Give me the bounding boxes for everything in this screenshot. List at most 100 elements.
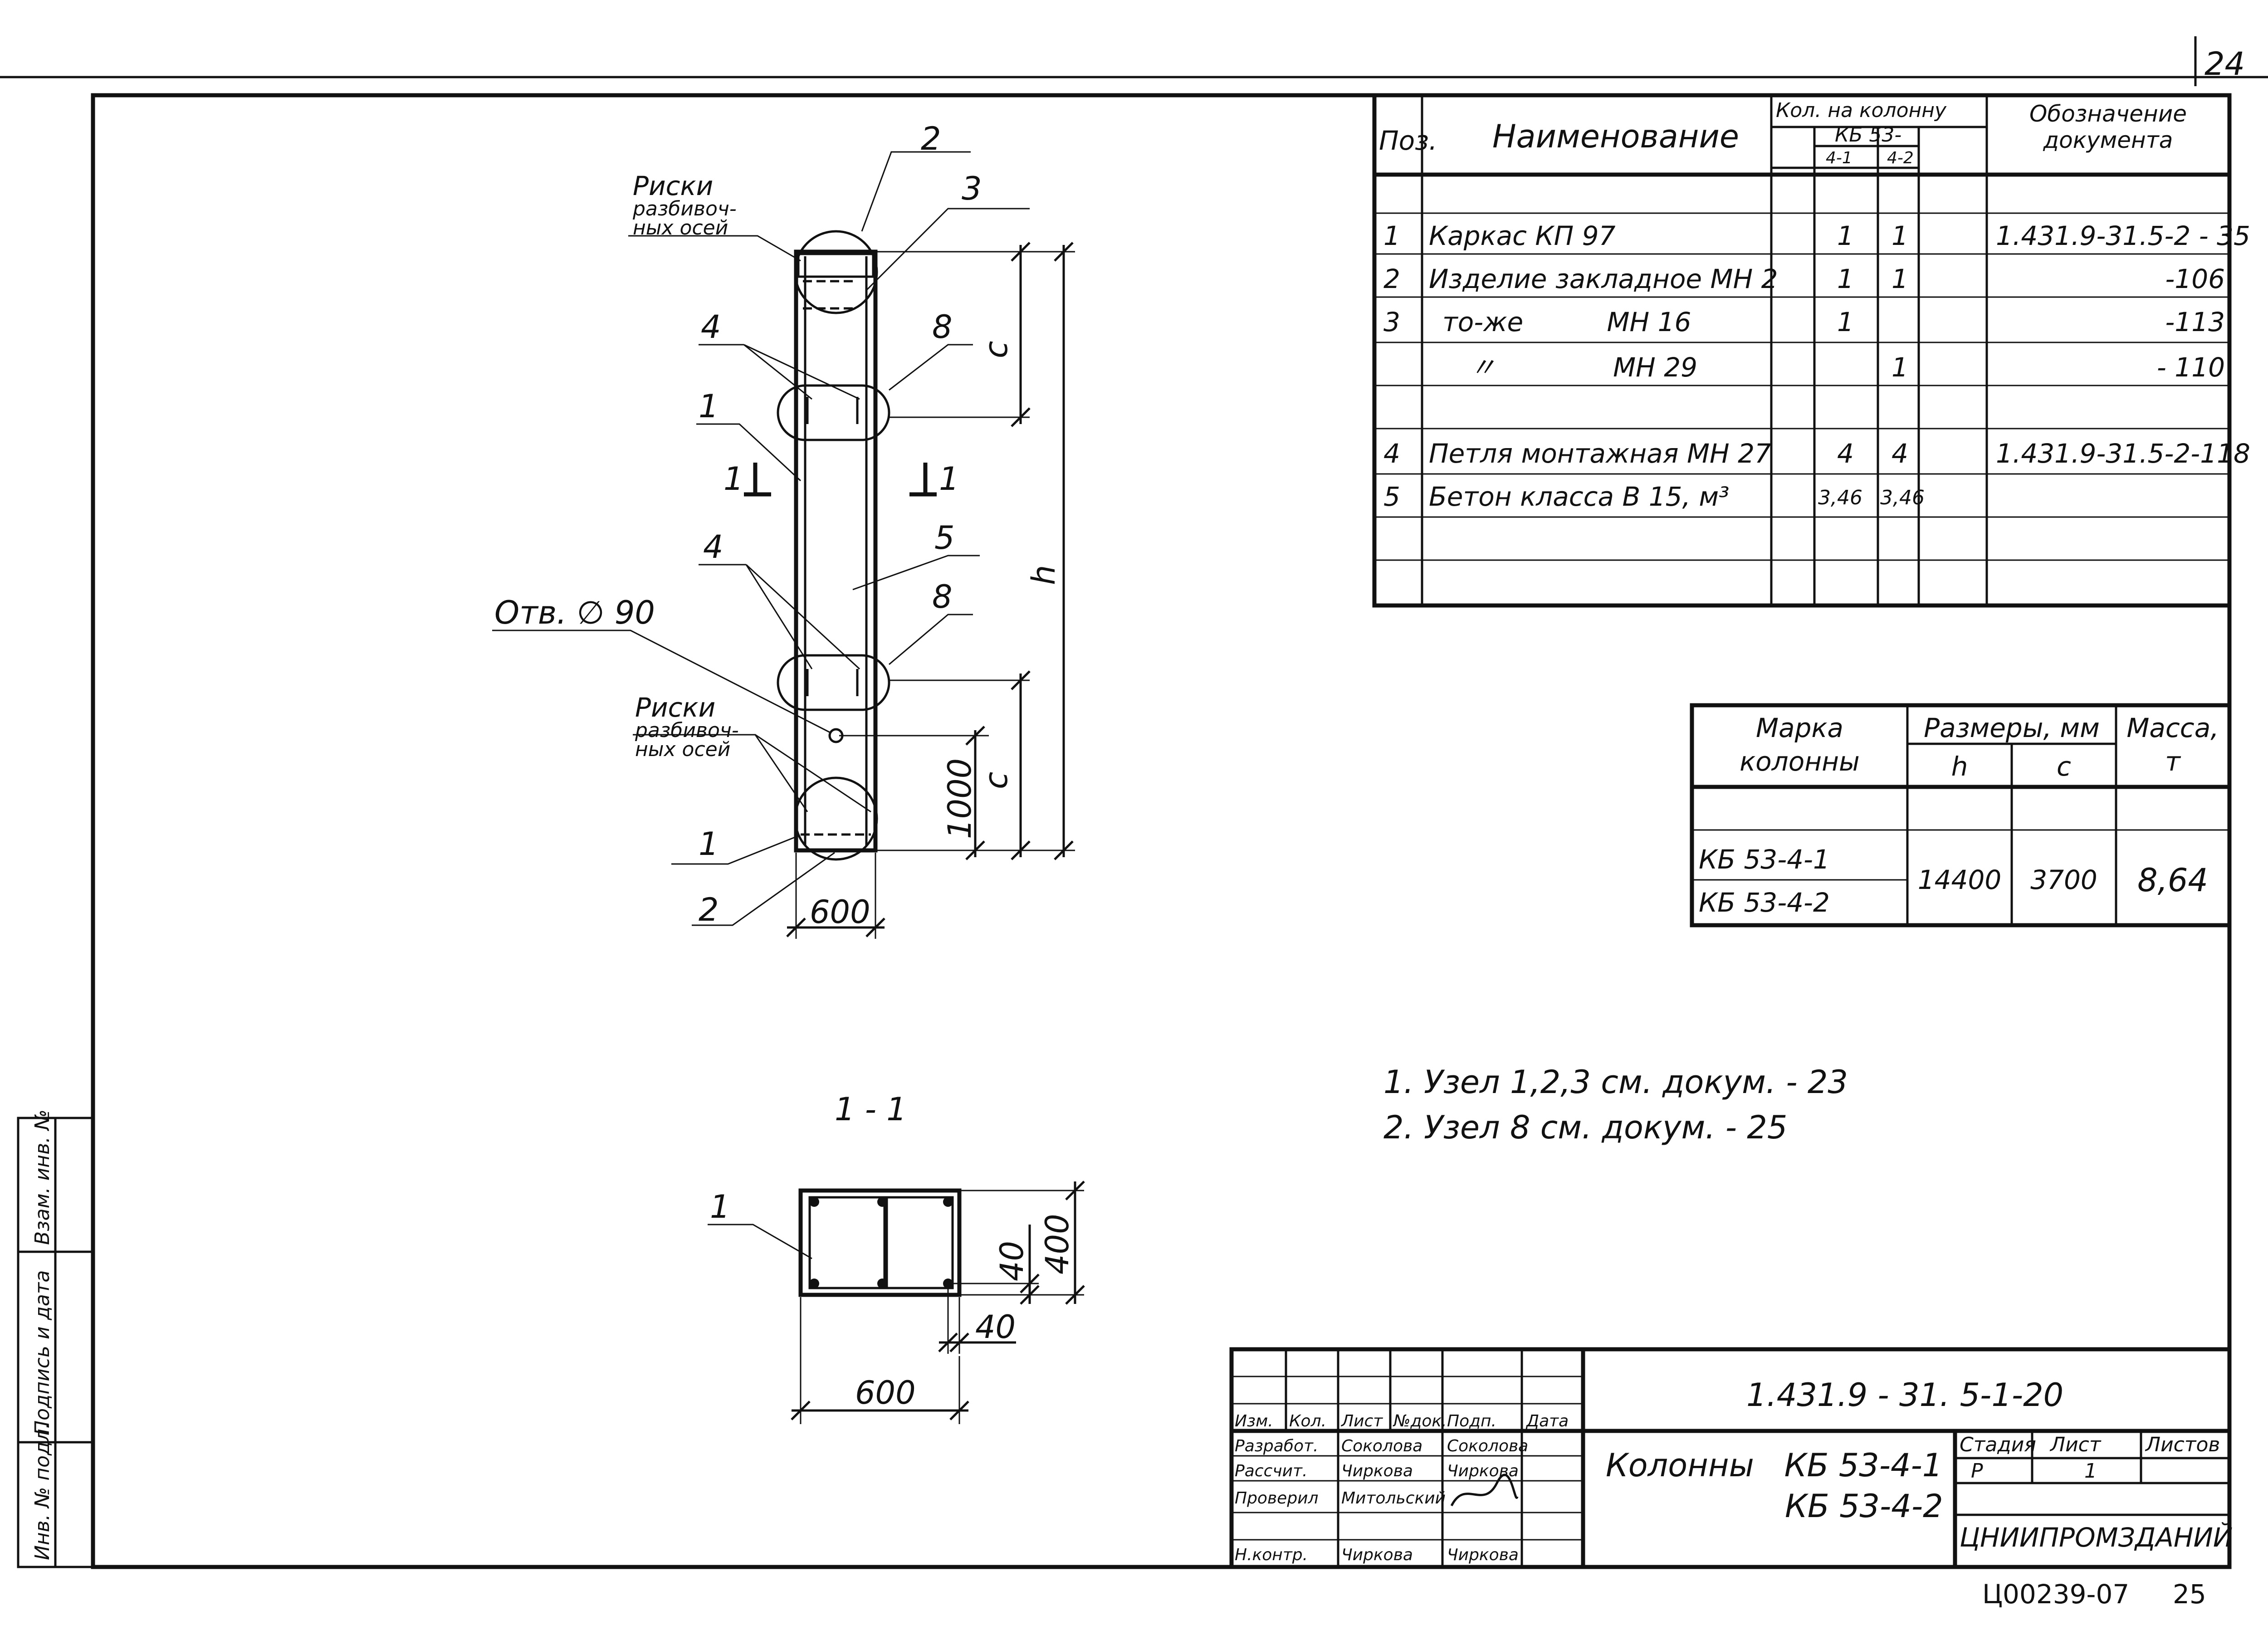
callout-4-top: 4 [701,308,721,346]
spec-r6-q1: 3,46 [1818,486,1862,509]
spec-r2-q1: 1 [1837,264,1854,294]
spec-r3-pos: 3 [1383,307,1400,337]
hole-label: Отв. ∅ 90 [494,594,655,631]
spec-r2-q2: 1 [1892,264,1908,294]
tb-role-3: Проверил [1235,1489,1319,1508]
section-dim-40b: 40 [975,1308,1016,1346]
spec-head-sub2: 4-2 [1887,149,1914,167]
spec-r2-doc: -106 [2165,264,2225,294]
spec-table: Поз. Наименование Кол. на колонну КБ 53-… [1372,93,2250,608]
callout-5: 5 [934,519,955,556]
size-head-h: h [1951,751,1968,782]
tb-sheets-label: Листов [2145,1433,2220,1456]
callout-3: 3 [962,170,982,207]
tb-sign-1: Соколова [1447,1437,1528,1455]
tb-head-sign: Подп. [1447,1412,1496,1430]
tb-head-list: Лист [1340,1412,1383,1430]
tb-sign-4: Чиркова [1447,1546,1519,1564]
callout-4-bot: 4 [703,528,723,566]
cut-label-right: 1 [939,460,959,498]
size-mass-value: 8,64 [2137,862,2208,899]
size-head-sizes: Размеры, мм [1924,713,2100,743]
size-brand-1: КБ 53-4-1 [1699,844,1830,875]
spec-r5-q2: 4 [1892,438,1908,469]
size-table: Марка колонны Размеры, мм h c Масса, т К… [1690,703,2232,927]
size-c-value: 3700 [2030,864,2097,895]
spec-r5-doc: 1.431.9-31.5-2-118 [1996,438,2250,469]
spec-r6-pos: 5 [1383,481,1400,512]
section-dim-400: 400 [1039,1214,1076,1274]
size-head-mass: Масса, т [2126,713,2219,777]
spec-r6-q2: 3,46 [1880,486,1925,509]
spec-r2-pos: 2 [1383,264,1400,294]
callout-2-bot: 2 [699,891,719,928]
tb-name-3: Митольский [1341,1489,1446,1508]
note-2: 2. Узел 8 см. докум. - 25 [1383,1109,1787,1146]
spec-r2-name: Изделие закладное МН 2 [1429,264,1778,294]
stamp-replace-inv: Взам. инв. № [31,1109,54,1245]
signature-checker [1450,1474,1519,1507]
sheet-number-top: 24 [2204,45,2245,83]
stamp-sign-date: Подпись и дата [31,1270,54,1435]
dim-c-bottom: c [978,772,1015,790]
dim-c-top: c [978,341,1015,359]
tb-doc-code: 1.431.9 - 31. 5-1-20 [1746,1376,2063,1414]
spec-r5-name: Петля монтажная МН 27 [1429,438,1771,469]
section-callout-1: 1 [710,1188,730,1225]
size-head-c: c [2057,751,2071,782]
section-dim-600: 600 [855,1374,916,1411]
callout-2-top: 2 [921,120,941,157]
callout-8-top: 8 [932,308,953,346]
archive-code: Ц00239-07 [1982,1579,2129,1610]
spec-head-brand: КБ 53- [1835,123,1901,146]
marks-label-bottom: Риски разбивоч- ных осей [635,692,747,761]
stamp-inv-no: Инв. № подл. [31,1422,54,1560]
dim-h: h [1025,565,1062,585]
tb-name-2: Чиркова [1341,1462,1413,1480]
spec-r1-pos: 1 [1383,220,1400,251]
section-1-1: 1 - 1 1 400 40 40 600 [708,1091,1085,1424]
spec-r3-name: то-же МН 16 [1442,307,1691,337]
callout-1-bot: 1 [699,825,719,863]
tb-name-4: Чиркова [1341,1546,1413,1564]
callout-1-mid: 1 [699,388,719,425]
spec-r4-name: 〃 МН 29 [1470,352,1697,383]
spec-head-sub1: 4-1 [1826,149,1853,167]
spec-r5-q1: 4 [1837,438,1854,469]
spec-r1-name: Каркас КП 97 [1429,220,1616,251]
tb-stage-value: Р [1971,1459,1983,1483]
column-elevation: 1 1 c c h 1000 600 2 3 [492,120,1075,939]
tb-title-line1: Колонны КБ 53-4-1 [1606,1447,1942,1484]
marks-label-top: Риски разбивоч- ных осей [632,171,745,239]
tb-sign-2: Чиркова [1447,1462,1519,1480]
note-1: 1. Узел 1,2,3 см. докум. - 23 [1383,1064,1848,1101]
tb-sheet-label: Лист [2049,1433,2102,1456]
tb-role-1: Разработ. [1235,1437,1318,1455]
tb-head-kol: Кол. [1289,1412,1326,1430]
tb-sheet-value: 1 [2084,1459,2097,1483]
spec-r1-q2: 1 [1892,220,1908,251]
spec-r4-doc: - 110 [2157,352,2225,383]
callout-8-bot: 8 [932,578,953,615]
sheet-number-bottom: 25 [2173,1579,2206,1610]
tb-stage-label: Стадия [1960,1433,2036,1456]
spec-r1-q1: 1 [1837,220,1854,251]
spec-r5-pos: 4 [1383,438,1400,469]
spec-r1-doc: 1.431.9-31.5-2 - 35 [1996,220,2250,251]
tb-title-line2: КБ 53-4-2 [1785,1488,1943,1525]
spec-head-doc: Обозначение документа [2029,101,2187,153]
spec-r3-doc: -113 [2165,307,2225,337]
dim-1000: 1000 [941,758,978,839]
tb-head-izm: Изм. [1235,1412,1273,1430]
tb-head-doc: №док. [1393,1412,1447,1430]
spec-head-pos: Поз. [1379,125,1437,156]
spec-r4-q2: 1 [1892,352,1908,383]
tb-org: ЦНИИПРОМЗДАНИЙ [1960,1522,2233,1553]
size-head-brand: Марка колонны [1740,713,1860,777]
title-block: Изм. Кол. Лист №док. Подп. Дата Разработ… [1229,1347,2233,1569]
dim-600: 600 [810,893,870,931]
sheet-frame [91,93,2232,1569]
section-title: 1 - 1 [835,1091,907,1128]
cut-label-left: 1 [723,460,744,498]
